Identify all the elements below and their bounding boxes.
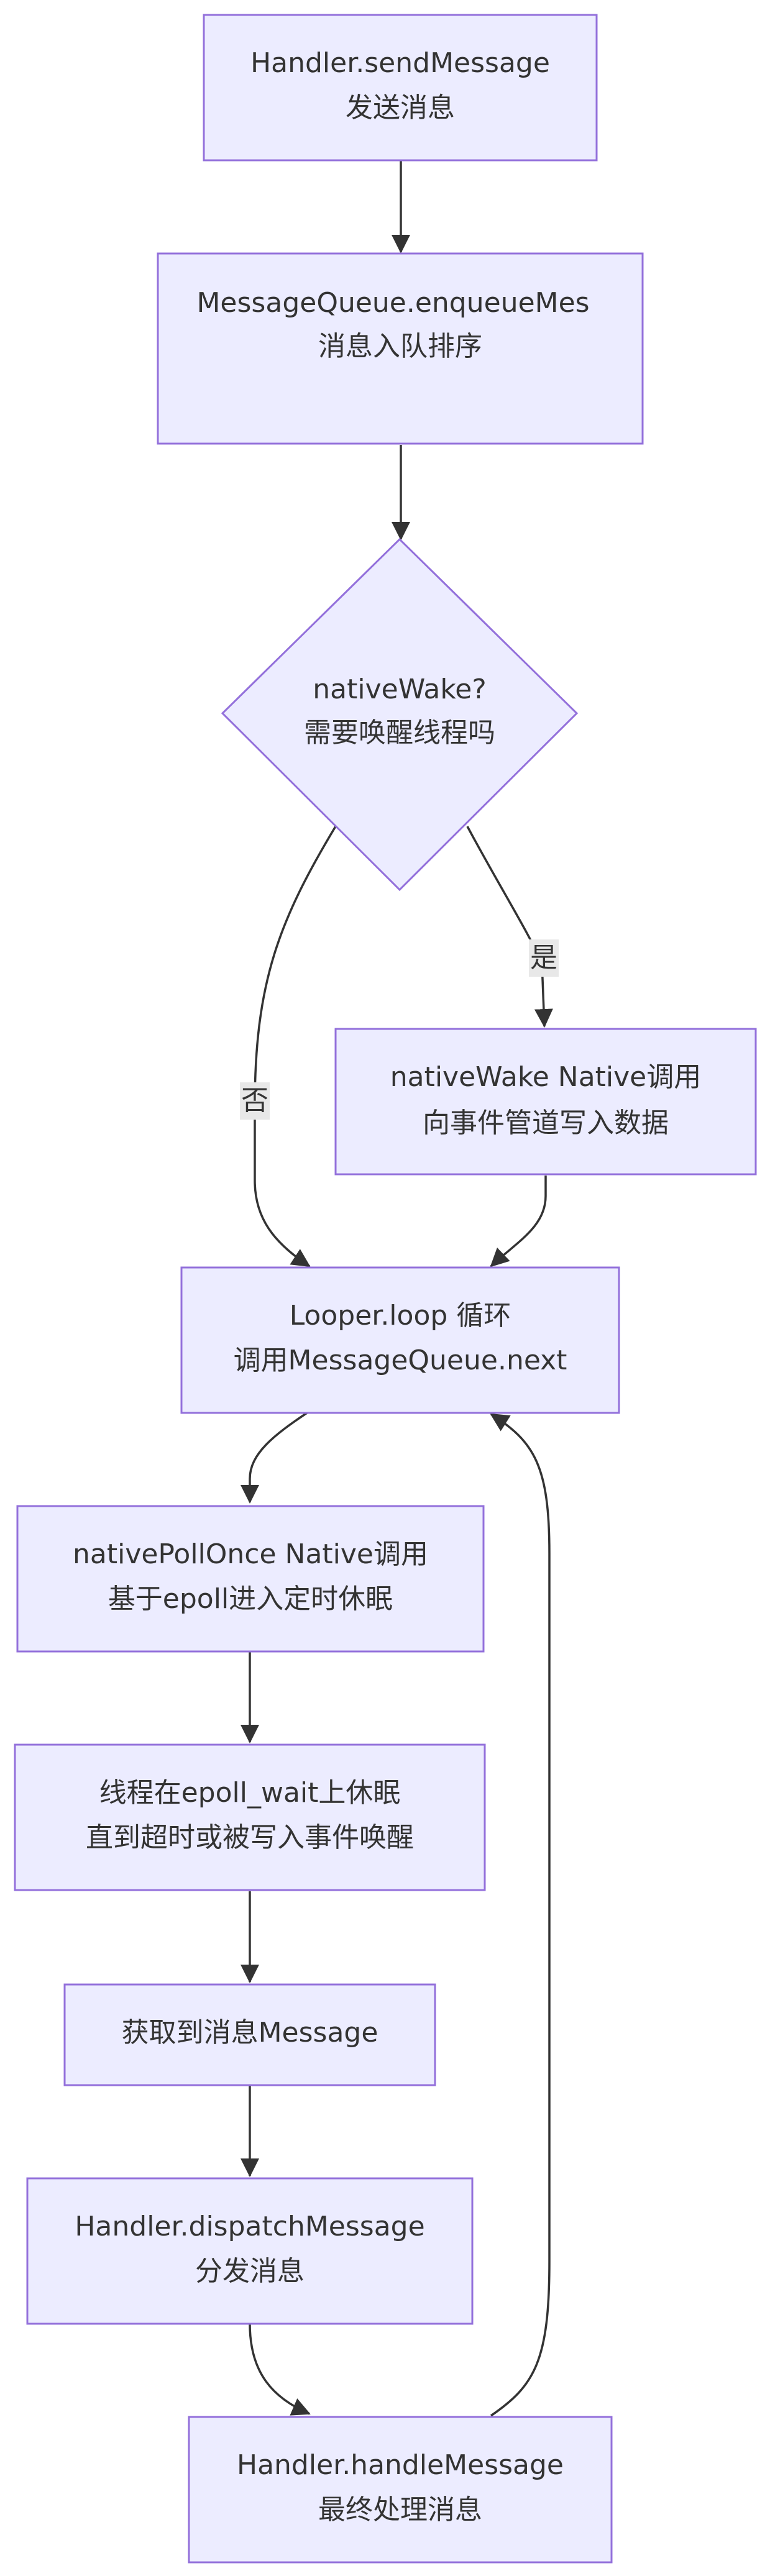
edge-loop-to-poll <box>241 1410 309 1504</box>
node-sleep-line1: 线程在epoll_wait上休眠 <box>99 1777 401 1809</box>
edge-label-no-text: 否 <box>241 1085 268 1117</box>
edge-label-no: 否 <box>240 1082 270 1120</box>
node-wake-line2: 向事件管道写入数据 <box>423 1107 669 1139</box>
node-enqueue-line2: 消息入队排序 <box>318 331 482 362</box>
node-decision: nativeWake? 需要唤醒线程吗 <box>221 537 579 892</box>
edge-decision-no <box>254 826 337 1267</box>
node-loop-line2: 调用MessageQueue.next <box>234 1345 567 1376</box>
node-sleep: 线程在epoll_wait上休眠 直到超时或被写入事件唤醒 <box>14 1743 486 1891</box>
node-poll-line2: 基于epoll进入定时休眠 <box>108 1583 393 1615</box>
node-handle-line1: Handler.handleMessage <box>237 2449 564 2481</box>
edges <box>241 160 553 2417</box>
node-send-line1: Handler.sendMessage <box>250 47 550 79</box>
node-decision-line2: 需要唤醒线程吗 <box>304 717 495 749</box>
node-poll: nativePollOnce Native调用 基于epoll进入定时休眠 <box>16 1505 485 1653</box>
edge-label-yes: 是 <box>529 939 559 977</box>
node-enqueue: MessageQueue.enqueueMess 消息入队排序 <box>157 252 644 445</box>
node-loop: Looper.loop 循环 调用MessageQueue.next <box>180 1266 620 1414</box>
node-handle-line2: 最终处理消息 <box>318 2494 482 2526</box>
node-send-line2: 发送消息 <box>346 92 455 124</box>
node-loop-line1: Looper.loop 循环 <box>290 1300 511 1331</box>
node-poll-line1: nativePollOnce Native调用 <box>73 1538 428 1570</box>
node-obtain: 获取到消息Message <box>63 1983 436 2086</box>
edge-wake-to-loop <box>490 1176 547 1267</box>
node-dispatch-line1: Handler.dispatchMessage <box>75 2211 424 2242</box>
node-decision-line1: nativeWake? <box>313 674 486 705</box>
node-dispatch: Handler.dispatchMessage 分发消息 <box>26 2177 474 2325</box>
node-handle: Handler.handleMessage 最终处理消息 <box>188 2416 613 2564</box>
node-wake: nativeWake Native调用 向事件管道写入数据 <box>334 1028 757 1176</box>
node-dispatch-line2: 分发消息 <box>195 2255 305 2287</box>
edge-dispatch-to-handle <box>249 2323 311 2416</box>
node-sleep-line2: 直到超时或被写入事件唤醒 <box>86 1822 414 1853</box>
node-enqueue-line1: MessageQueue.enqueueMess <box>196 287 603 319</box>
edge-handle-to-loop <box>490 1413 551 2417</box>
node-send: Handler.sendMessage 发送消息 <box>203 14 598 162</box>
node-wake-line1: nativeWake Native调用 <box>390 1061 702 1093</box>
node-obtain-line1: 获取到消息Message <box>122 2017 378 2048</box>
edge-decision-yes <box>466 826 553 1028</box>
edge-label-yes-text: 是 <box>530 942 557 974</box>
